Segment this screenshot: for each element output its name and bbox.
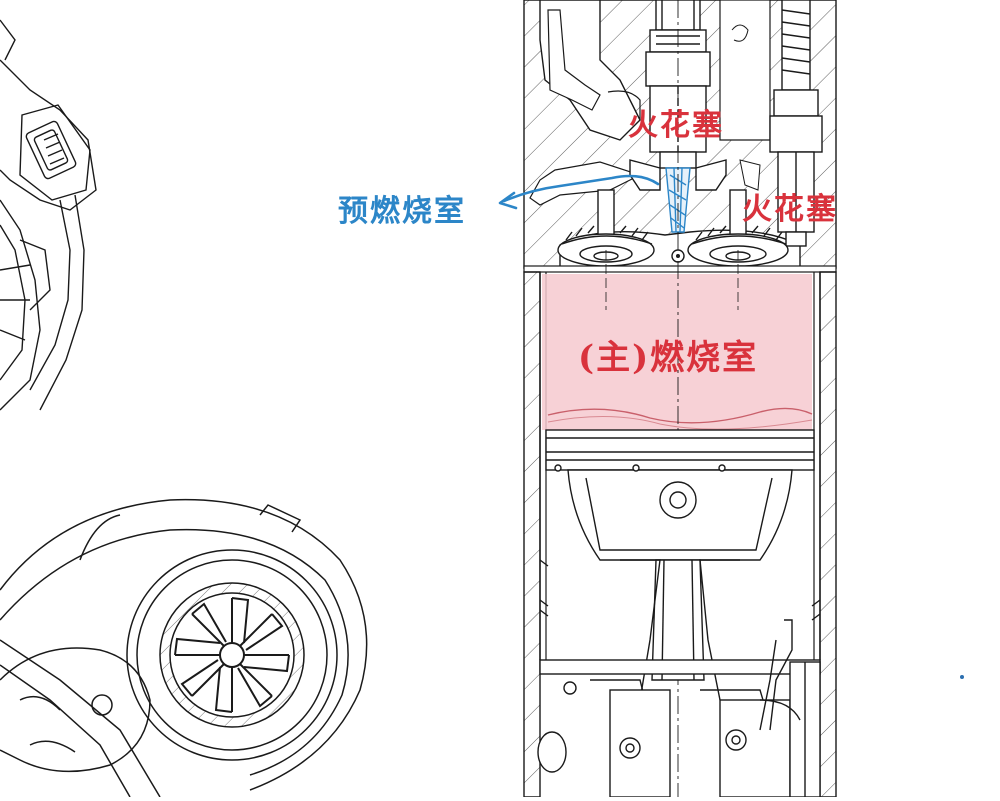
sensor-connector-assembly	[0, 19, 97, 411]
connecting-rod	[620, 559, 740, 701]
main-chamber-highlight	[542, 274, 812, 430]
turbocharger	[0, 498, 368, 798]
right-spark-plug	[769, 0, 823, 247]
crankcase	[537, 559, 821, 798]
spark-plug-label-right: 火花塞	[742, 192, 838, 227]
cylinder-block-section	[523, 271, 837, 798]
pre-chamber	[665, 167, 691, 233]
pre-chamber-arrow	[502, 174, 660, 203]
stray-dot	[960, 675, 964, 679]
pre-chamber-label: 预燃烧室	[338, 194, 466, 229]
main-chamber-label: (主)燃烧室	[578, 338, 759, 378]
piston	[545, 429, 815, 561]
spark-plug-label-center: 火花塞	[628, 108, 724, 143]
compressor-wheel	[174, 597, 290, 713]
